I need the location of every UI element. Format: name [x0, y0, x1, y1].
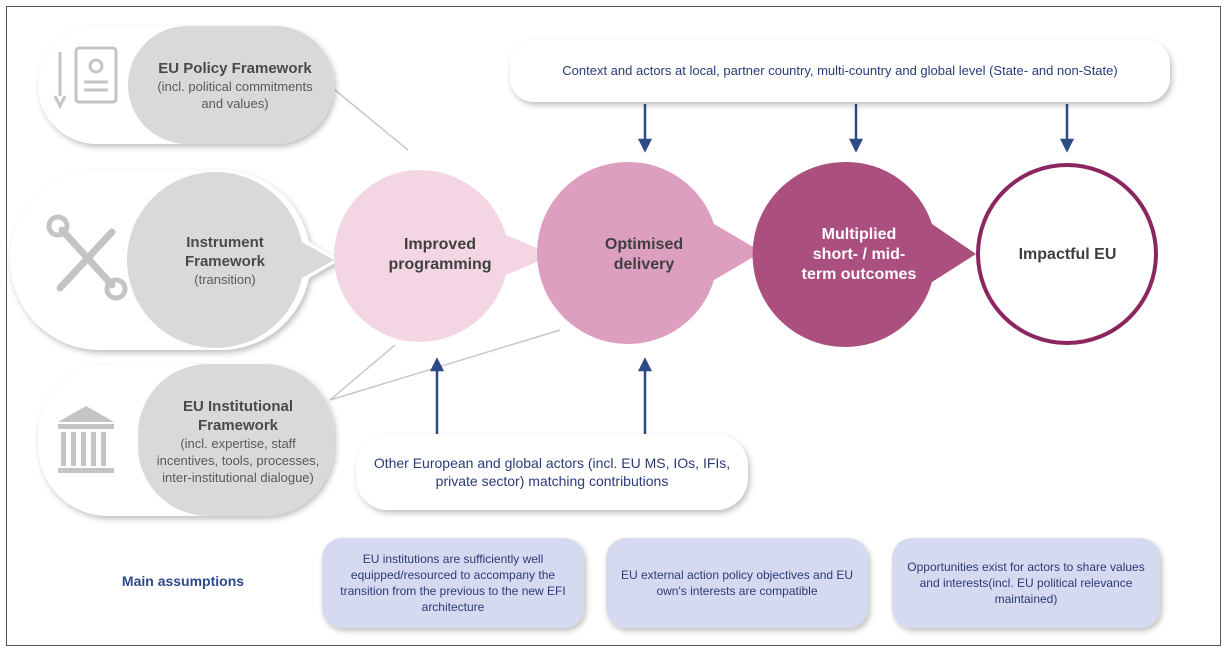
contributions-box	[356, 434, 748, 510]
stage-multiplied-outcomes	[752, 161, 976, 348]
stage-label-multiplied-outcomes: Multiplied short- / mid-term outcomes	[801, 226, 917, 283]
stage-label-impactful-eu: Impactful EU	[1018, 246, 1117, 263]
stage-label-improved-programming: Improved programming	[388, 236, 492, 273]
assumption-box-3	[892, 538, 1160, 628]
framework-detail: (incl. expertise, staff incentives, tool…	[156, 435, 320, 485]
assumption-box-2	[606, 538, 868, 628]
framework-detail: (incl. political commitments and values)	[157, 78, 313, 111]
framework-connector-lines	[329, 89, 561, 401]
framework-title: Instrument Framework	[184, 233, 266, 270]
stage-improved-programming	[334, 170, 553, 342]
context-box-text: Context and actors at local, partner cou…	[562, 63, 1118, 78]
assumption-text-1: EU institutions are sufficiently well eq…	[340, 552, 566, 614]
framework-eu-policy-text: EU Policy Framework (incl. political com…	[150, 32, 320, 138]
assumption-text-2: EU external action policy objectives and…	[620, 568, 854, 598]
framework-eu-policy	[38, 26, 334, 144]
context-arrows	[637, 104, 1075, 153]
stage-impactful-eu	[976, 163, 1158, 345]
institution-building-icon	[58, 406, 114, 473]
framework-instrument	[10, 169, 340, 351]
framework-detail: (transition)	[194, 271, 256, 287]
policy-document-icon	[53, 46, 118, 110]
framework-eu-institutional-text: EU Institutional Framework (incl. expert…	[150, 372, 326, 510]
stage-optimised-delivery	[537, 161, 762, 344]
contributions-box-text: Other European and global actors (incl. …	[373, 455, 731, 489]
context-box	[510, 40, 1170, 102]
framework-eu-institutional	[38, 364, 334, 516]
wrench-screwdriver-icon	[46, 214, 128, 301]
framework-title: EU Institutional Framework	[183, 397, 293, 434]
assumption-text-3: Opportunities exist for actors to share …	[907, 560, 1145, 606]
contribution-arrows	[429, 357, 653, 434]
framework-instrument-text: Instrument Framework (transition)	[150, 200, 300, 320]
main-assumptions-label: Main assumptions	[121, 573, 245, 589]
stage-label-optimised-delivery: Optimised delivery	[604, 236, 684, 273]
framework-title: EU Policy Framework	[158, 59, 312, 77]
assumption-box-1	[322, 538, 584, 628]
